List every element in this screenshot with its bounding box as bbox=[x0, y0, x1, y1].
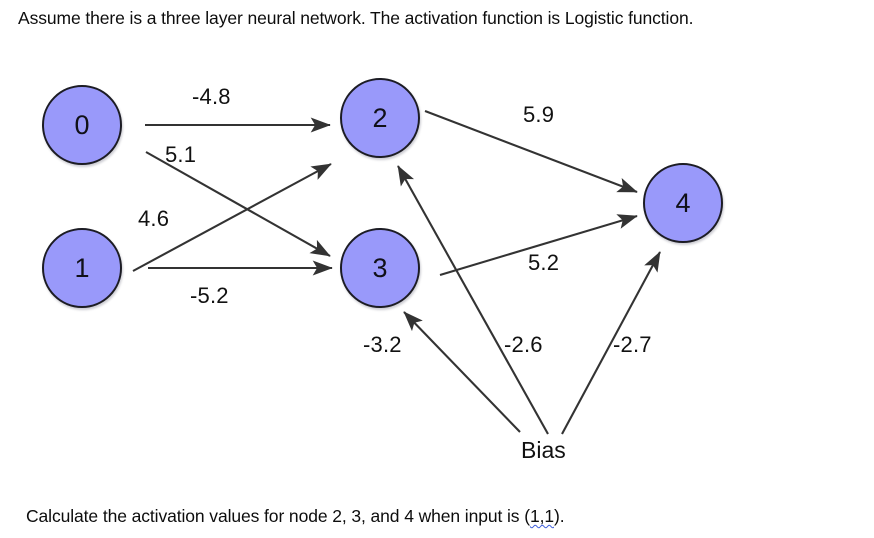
node-3-label: 3 bbox=[372, 252, 388, 283]
node-0[interactable]: 0 bbox=[42, 85, 122, 165]
problem-statement-bottom: Calculate the activation values for node… bbox=[26, 506, 856, 528]
spellcheck-flagged-input-values: 1,1 bbox=[529, 506, 554, 526]
weight-label-3-to-4: 5.2 bbox=[528, 250, 560, 275]
problem-statement-bottom-post: ). bbox=[553, 506, 565, 526]
edge-bias-to-2 bbox=[397, 165, 549, 435]
weight-label-bias-to-2: -2.6 bbox=[504, 332, 543, 357]
edge-0-to-3 bbox=[145, 151, 331, 257]
edge-1-to-2 bbox=[132, 163, 332, 272]
node-4[interactable]: 4 bbox=[643, 163, 723, 243]
weight-label-1-to-3: -5.2 bbox=[190, 283, 229, 308]
neural-network-diagram: 0 1 2 3 4 -4.8 5.1 4.6 -5.2 5.9 5.2 -3.2… bbox=[0, 56, 874, 500]
node-1-label: 1 bbox=[74, 252, 90, 283]
weight-label-2-to-4: 5.9 bbox=[523, 102, 555, 127]
network-edges bbox=[132, 110, 661, 435]
node-2[interactable]: 2 bbox=[340, 78, 420, 158]
weight-label-bias-to-4: -2.7 bbox=[613, 332, 652, 357]
edge-2-to-4 bbox=[424, 110, 638, 193]
problem-statement-top: Assume there is a three layer neural net… bbox=[18, 8, 868, 30]
edge-bias-to-3 bbox=[403, 311, 521, 433]
weight-label-0-to-3: 5.1 bbox=[165, 142, 197, 167]
node-4-label: 4 bbox=[675, 187, 691, 218]
weight-label-0-to-2: -4.8 bbox=[192, 84, 231, 109]
node-1[interactable]: 1 bbox=[42, 228, 122, 308]
bias-node-label: Bias bbox=[521, 437, 566, 463]
problem-statement-top-text: Assume there is a three layer neural net… bbox=[18, 8, 694, 28]
node-2-label: 2 bbox=[372, 102, 388, 133]
weight-label-bias-to-3: -3.2 bbox=[363, 332, 402, 357]
weight-label-1-to-2: 4.6 bbox=[138, 206, 170, 231]
edge-3-to-4 bbox=[439, 214, 638, 277]
node-3[interactable]: 3 bbox=[340, 228, 420, 308]
problem-statement-bottom-pre: Calculate the activation values for node… bbox=[26, 506, 530, 526]
edge-bias-to-4 bbox=[561, 251, 661, 435]
node-0-label: 0 bbox=[74, 109, 90, 140]
